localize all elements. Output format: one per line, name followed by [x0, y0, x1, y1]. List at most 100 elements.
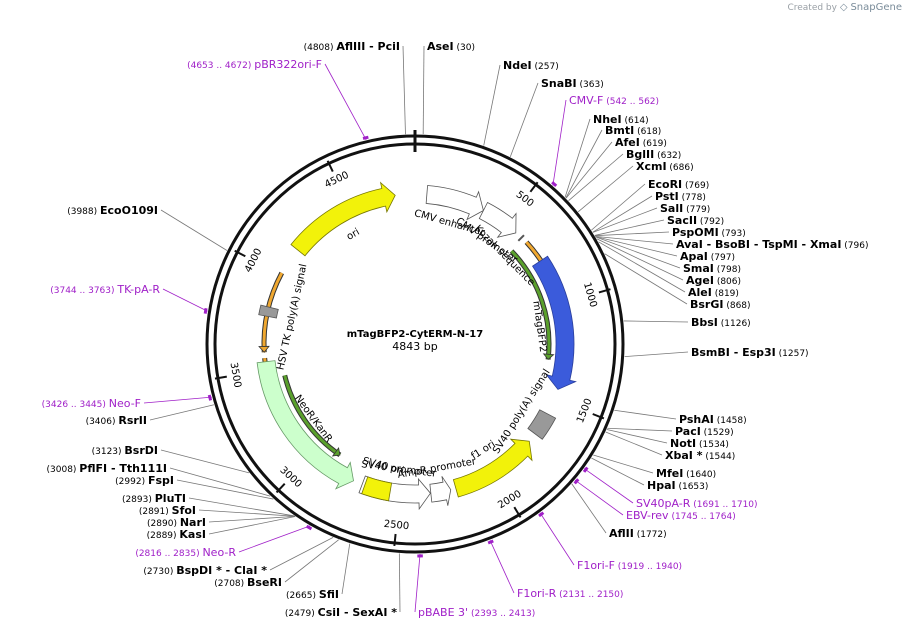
leader-line	[238, 525, 311, 553]
site-position: (1653)	[676, 482, 709, 492]
site-position: (632)	[654, 151, 681, 161]
leader-line	[324, 63, 367, 140]
site-name: CMV-F	[569, 94, 603, 107]
site-label: ApaI (797)	[680, 250, 735, 263]
annotation-arc-arrowhead	[331, 446, 341, 457]
site-name: PshAI	[679, 413, 714, 426]
site-position: (3406)	[86, 417, 119, 427]
feature-kozak	[517, 234, 525, 242]
site-name: BseRI	[247, 576, 282, 589]
leader-line	[143, 396, 212, 404]
feature-ampr-promoter	[429, 476, 452, 506]
site-name: NarI	[180, 516, 206, 529]
leader-line	[160, 209, 228, 251]
leader-line	[208, 516, 296, 535]
site-label: (4653 .. 4672) pBR322ori-F	[187, 58, 322, 71]
site-name: NheI	[593, 113, 622, 126]
annotation-arc	[283, 375, 341, 457]
site-label: AvaI - BsoBI - TspMI - XmaI (796)	[676, 238, 868, 251]
credit-prefix: Created by	[787, 3, 837, 13]
site-labels: (4808) AflIII - PciI(4653 .. 4672) pBR32…	[42, 40, 869, 619]
site-label: (2708) BseRI	[214, 576, 282, 589]
leader-line	[539, 512, 575, 566]
leader-line	[598, 241, 686, 293]
site-label: pBABE 3' (2393 .. 2413)	[418, 606, 535, 619]
site-label: BsmBI - Esp3I (1257)	[691, 346, 809, 359]
site-name: BmtI	[605, 124, 634, 137]
site-label: HpaI (1653)	[647, 479, 708, 492]
site-label: (3008) PflFI - Tth111I	[47, 462, 168, 475]
leader-line	[574, 479, 624, 516]
site-position: (779)	[683, 205, 710, 215]
primer-site-marker	[203, 307, 208, 314]
site-label: (3406) RsrII	[86, 414, 147, 427]
site-name: Neo-R	[202, 546, 236, 559]
site-position: (30)	[454, 43, 475, 53]
site-position: (1919 .. 1940)	[615, 562, 682, 572]
leader-line	[483, 64, 501, 146]
ruler-tick-label: 3500	[228, 362, 243, 389]
site-label: (3123) BsrDI	[92, 444, 158, 457]
leader-line	[188, 497, 295, 517]
ruler-tick	[234, 249, 246, 258]
primer-site-marker	[362, 135, 369, 140]
site-position: (4808)	[304, 43, 337, 53]
primer-site-marker	[551, 181, 558, 188]
site-label: SV40pA-R (1691 .. 1710)	[636, 497, 758, 510]
feature-mtagbfp2	[532, 255, 577, 390]
plasmid-name: mTagBFP2-CytERM-N-17	[347, 329, 483, 340]
ruler-tick-label: 500	[514, 189, 536, 209]
feature-label-ori: ori	[345, 227, 362, 243]
site-position: (2393 .. 2413)	[468, 609, 535, 619]
site-name: XbaI *	[665, 449, 703, 462]
site-label: (2890) NarI	[147, 516, 206, 529]
leader-line	[414, 553, 421, 613]
site-position: (793)	[719, 229, 746, 239]
feature-hsv-tk-polya	[258, 304, 279, 319]
site-position: (3123)	[92, 447, 125, 457]
site-name: XcmI	[636, 160, 667, 173]
ruler-tick-label: 2000	[496, 489, 523, 512]
ruler-tick-label: 4500	[323, 170, 351, 191]
ruler-tick	[275, 483, 286, 494]
site-position: (3008)	[47, 465, 80, 475]
site-name: KasI	[179, 528, 206, 541]
site-label: NheI (614)	[593, 113, 649, 126]
leader-line	[402, 45, 406, 135]
site-position: (868)	[723, 301, 750, 311]
site-name: NdeI	[503, 59, 532, 72]
site-name: AfeI	[615, 136, 640, 149]
site-position: (796)	[841, 241, 868, 251]
leader-line	[269, 537, 334, 571]
site-name: MfeI	[656, 467, 683, 480]
annotation-arc-arrowhead	[542, 353, 555, 361]
site-name: BglII	[626, 148, 654, 161]
site-name: SacII	[667, 214, 697, 227]
ruler-tick	[393, 533, 397, 547]
feature-neor-kanr	[256, 360, 354, 490]
ruler-tick-label: 1500	[575, 397, 595, 425]
site-name: TK-pA-R	[116, 283, 160, 296]
site-name: CsiI - SexAI *	[318, 606, 398, 619]
site-position: (3426 .. 3445)	[42, 400, 109, 410]
site-name: F1ori-F	[577, 559, 615, 572]
site-label: CMV-F (542 .. 562)	[569, 94, 659, 107]
primer-site-marker	[582, 466, 589, 473]
site-label: AfeI (619)	[615, 136, 667, 149]
site-name: AgeI	[686, 274, 714, 287]
leader-line	[198, 509, 295, 517]
feature-f1-ori	[452, 438, 533, 498]
leader-line	[605, 431, 663, 456]
site-position: (1691 .. 1710)	[690, 500, 757, 510]
site-label: PstI (778)	[655, 190, 706, 203]
site-label: PshAI (1458)	[679, 413, 747, 426]
primer-site-marker	[487, 539, 494, 545]
site-label: AflII (1772)	[609, 527, 667, 540]
ruler-tick-label: 2500	[383, 519, 409, 533]
site-label: (2479) CsiI - SexAI *	[285, 606, 397, 619]
site-position: (542 .. 562)	[603, 97, 659, 107]
site-name: EcoO109I	[100, 204, 158, 217]
site-label: F1ori-R (2131 .. 2150)	[517, 587, 623, 600]
leader-line	[565, 129, 603, 199]
feature-sv40-polya	[527, 409, 557, 440]
